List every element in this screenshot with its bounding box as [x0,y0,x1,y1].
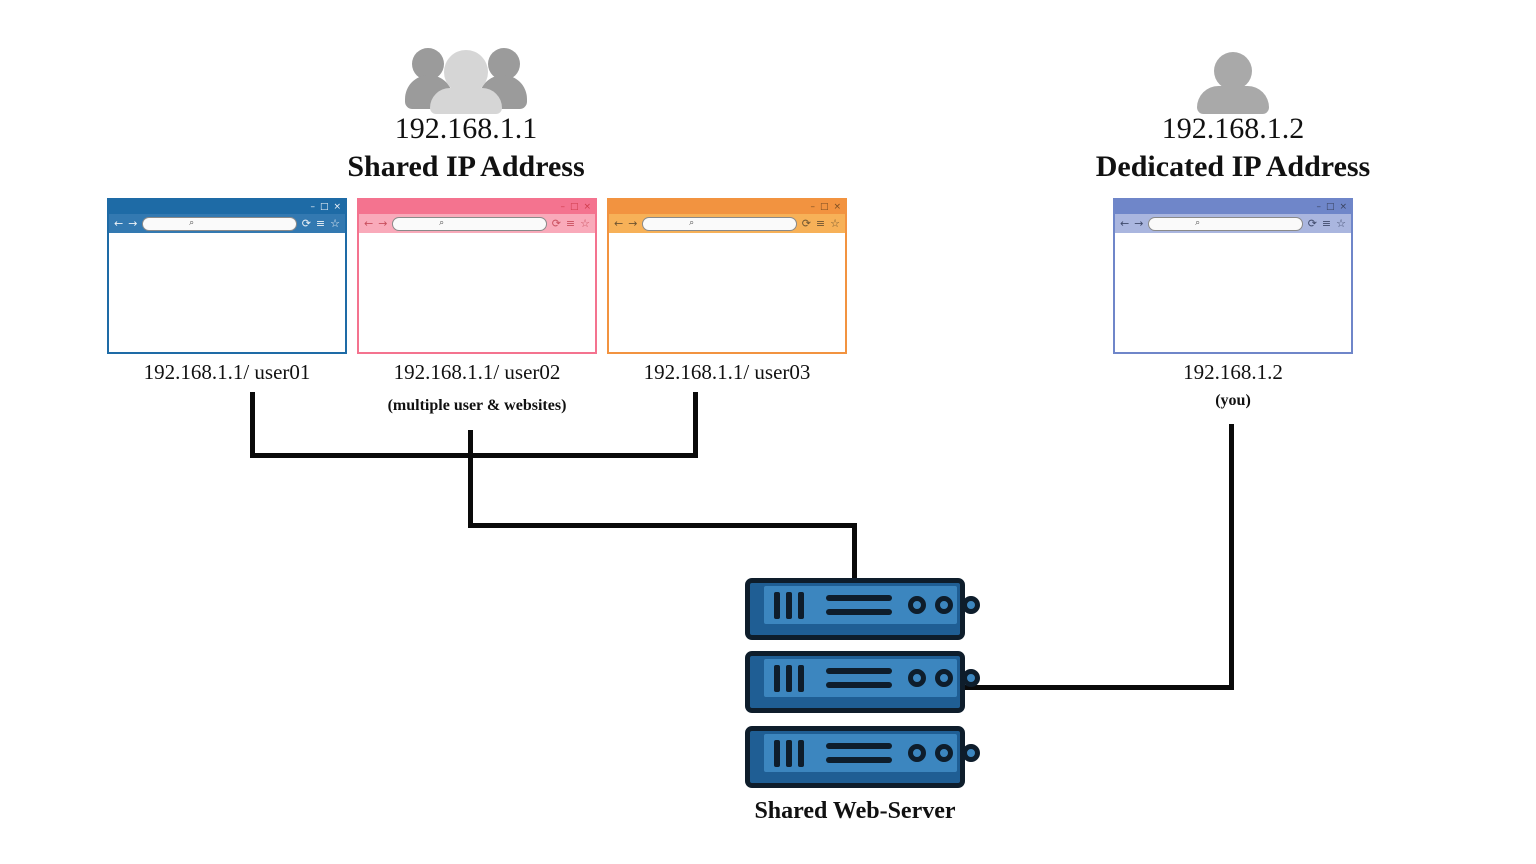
browser-toolbar: ← → ⌕ ⟳ ≡ ☆ [1115,214,1351,233]
user-body-front [430,88,502,114]
close-icon: × [583,201,591,212]
close-icon: × [833,201,841,212]
connector-dedicated-horizontal [962,685,1234,690]
dedicated-ip-text: 192.168.1.2 [1161,112,1305,145]
bookmark-icon: ☆ [330,217,340,230]
maximize-icon: □ [569,201,579,212]
search-icon: ⌕ [1195,218,1201,228]
back-icon: ← [114,217,124,230]
close-icon: × [333,201,341,212]
server-vent-bars [774,664,804,692]
search-icon: ⌕ [689,218,695,228]
dedicated-note-label: (you) [1215,392,1251,409]
shared-note-label: (multiple user & websites) [387,397,567,414]
browser-titlebar: – □ × [609,200,845,214]
close-icon: × [1339,201,1347,212]
address-bar: ⌕ [642,216,797,231]
connector-to-server-horizontal [468,523,857,528]
reload-icon: ⟳ [801,217,811,230]
server-status-lights [908,669,980,687]
browser-window-user02: – □ × ← → ⌕ ⟳ ≡ ☆ [357,198,597,354]
url-label-user03: 192.168.1.1/ user03 [643,360,811,384]
connector-server-drop [852,523,857,580]
reload-icon: ⟳ [551,217,561,230]
browser-window-dedicated: – □ × ← → ⌕ ⟳ ≡ ☆ [1113,198,1353,354]
browser-content [109,233,345,352]
url-label-user02: 192.168.1.1/ user02 [393,360,561,384]
forward-icon: → [1134,217,1144,230]
browser-toolbar: ← → ⌕ ⟳ ≡ ☆ [609,214,845,233]
connector-dedicated-drop [1229,424,1234,690]
server-front-detail [750,583,980,627]
url-label-dedicated: 192.168.1.2 [1183,360,1283,384]
browser-content [1115,233,1351,352]
reload-icon: ⟳ [1307,217,1317,230]
server-front-detail [750,731,980,775]
server-unit [745,578,980,640]
user-head-back-left [412,48,444,80]
bookmark-icon: ☆ [580,217,590,230]
address-bar: ⌕ [392,216,547,231]
browser-window-user01: – □ × ← → ⌕ ⟳ ≡ ☆ [107,198,347,354]
browser-titlebar: – □ × [359,200,595,214]
minimize-icon: – [810,201,815,212]
server-status-lights [908,596,980,614]
back-icon: ← [1120,217,1130,230]
browser-content [609,233,845,352]
server-drive-slots [826,668,892,688]
shared-ip-text: 192.168.1.1 [394,112,538,145]
browser-toolbar: ← → ⌕ ⟳ ≡ ☆ [359,214,595,233]
forward-icon: → [628,217,638,230]
connector-user03-drop [693,392,698,458]
menu-icon: ≡ [565,217,576,230]
browser-titlebar: – □ × [109,200,345,214]
server-vent-bars [774,591,804,619]
shared-ip-title: Shared IP Address [347,150,585,183]
menu-icon: ≡ [315,217,326,230]
server-unit [745,651,980,713]
shared-users-icon [405,42,527,114]
browser-content [359,233,595,352]
user-body [1197,86,1269,114]
maximize-icon: □ [319,201,329,212]
browser-window-user03: – □ × ← → ⌕ ⟳ ≡ ☆ [607,198,847,354]
server-label: Shared Web-Server [754,798,956,824]
address-bar: ⌕ [1148,216,1303,231]
maximize-icon: □ [819,201,829,212]
server-status-lights [908,744,980,762]
user-head-front [444,50,488,94]
dedicated-ip-title: Dedicated IP Address [1095,150,1371,183]
minimize-icon: – [1316,201,1321,212]
forward-icon: → [128,217,138,230]
maximize-icon: □ [1325,201,1335,212]
address-bar: ⌕ [142,216,297,231]
connector-user02-drop [468,430,473,528]
menu-icon: ≡ [1321,217,1332,230]
url-label-user01: 192.168.1.1/ user01 [143,360,311,384]
minimize-icon: – [560,201,565,212]
server-unit [745,726,980,788]
connector-bus-horizontal [250,453,698,458]
connector-user01-drop [250,392,255,458]
reload-icon: ⟳ [301,217,311,230]
user-head [1214,52,1252,90]
forward-icon: → [378,217,388,230]
back-icon: ← [364,217,374,230]
browser-titlebar: – □ × [1115,200,1351,214]
search-icon: ⌕ [439,218,445,228]
user-head-back-right [488,48,520,80]
server-drive-slots [826,743,892,763]
server-vent-bars [774,739,804,767]
bookmark-icon: ☆ [1336,217,1346,230]
single-user-icon [1193,52,1273,114]
bookmark-icon: ☆ [830,217,840,230]
back-icon: ← [614,217,624,230]
minimize-icon: – [310,201,315,212]
menu-icon: ≡ [815,217,826,230]
search-icon: ⌕ [189,218,195,228]
browser-toolbar: ← → ⌕ ⟳ ≡ ☆ [109,214,345,233]
server-drive-slots [826,595,892,615]
server-front-detail [750,656,980,700]
